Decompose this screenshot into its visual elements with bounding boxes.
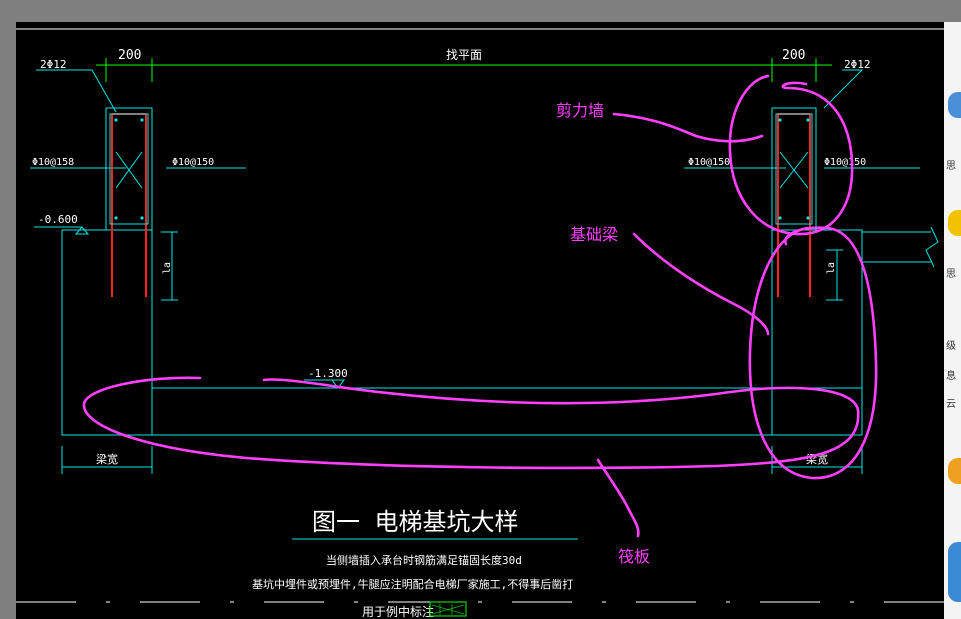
hand-annotations [82, 74, 878, 538]
dim-center-text: 找平面 [446, 48, 482, 62]
foundation-beam-leader [632, 232, 770, 336]
raft-slab-leader [596, 458, 640, 538]
elevation-top-text: -0.600 [38, 213, 78, 226]
side-panel-label: 云 [946, 399, 956, 410]
la-right-text: la [826, 262, 837, 274]
stirrup-right-a-text: Φ10@150 [688, 157, 730, 168]
leader-lines [30, 69, 920, 474]
side-panel-label: 思 [946, 269, 956, 280]
rebar-left-top-text: 2Φ12 [40, 58, 67, 71]
raft-slab-loop [82, 376, 860, 470]
rebar-left [109, 113, 149, 297]
rebar-right-top-text: 2Φ12 [844, 58, 871, 71]
drawing-note-3: 用于例中标注 [362, 604, 434, 619]
drawing-note-2: 基坑中埋件或预埋件,牛腿应注明配合电梯厂家施工,不得事后凿打 [252, 577, 573, 591]
beam-width-left-text: 梁宽 [96, 452, 118, 466]
side-panel-icon[interactable] [948, 542, 961, 602]
stamp-pattern [431, 604, 465, 615]
stirrup-left-a-text: Φ10@158 [32, 157, 74, 168]
foundation-beam-ellipse [748, 226, 878, 480]
dim-right-text: 200 [782, 48, 805, 63]
annotation-raft-slab: 筏板 [618, 547, 650, 566]
drawing-title: 图一 电梯基坑大样 [312, 508, 518, 536]
elevation-bottom-text: -1.300 [308, 367, 348, 380]
side-panel-icon[interactable] [948, 210, 961, 236]
side-panel-icon[interactable] [948, 92, 961, 118]
drawing-svg: 200 找平面 200 [16, 28, 961, 619]
stirrup-left-b-text: Φ10@150 [172, 157, 214, 168]
annotation-shear-wall: 剪力墙 [556, 101, 604, 120]
cad-drawing-canvas[interactable]: 200 找平面 200 [16, 22, 961, 619]
stirrup-right-b-text: Φ10@150 [824, 157, 866, 168]
dim-left-text: 200 [118, 48, 141, 63]
stamp-box [429, 601, 467, 617]
drawing-note-1: 当侧墙插入承台时钢筋满足锚固长度30d [326, 553, 522, 567]
side-panel-icon[interactable] [948, 458, 961, 484]
dimension-line [96, 58, 832, 82]
shear-wall-leader [612, 112, 764, 143]
la-left-text: la [162, 262, 173, 274]
annotation-foundation-beam: 基础梁 [570, 225, 618, 244]
shear-wall-circle [728, 74, 854, 236]
side-panel[interactable]: 思 思 级 息 云 [944, 22, 961, 619]
rebar-right [775, 113, 813, 297]
side-panel-label: 级 [946, 341, 956, 352]
side-panel-label: 息 [946, 371, 956, 382]
side-panel-label: 思 [946, 161, 956, 172]
